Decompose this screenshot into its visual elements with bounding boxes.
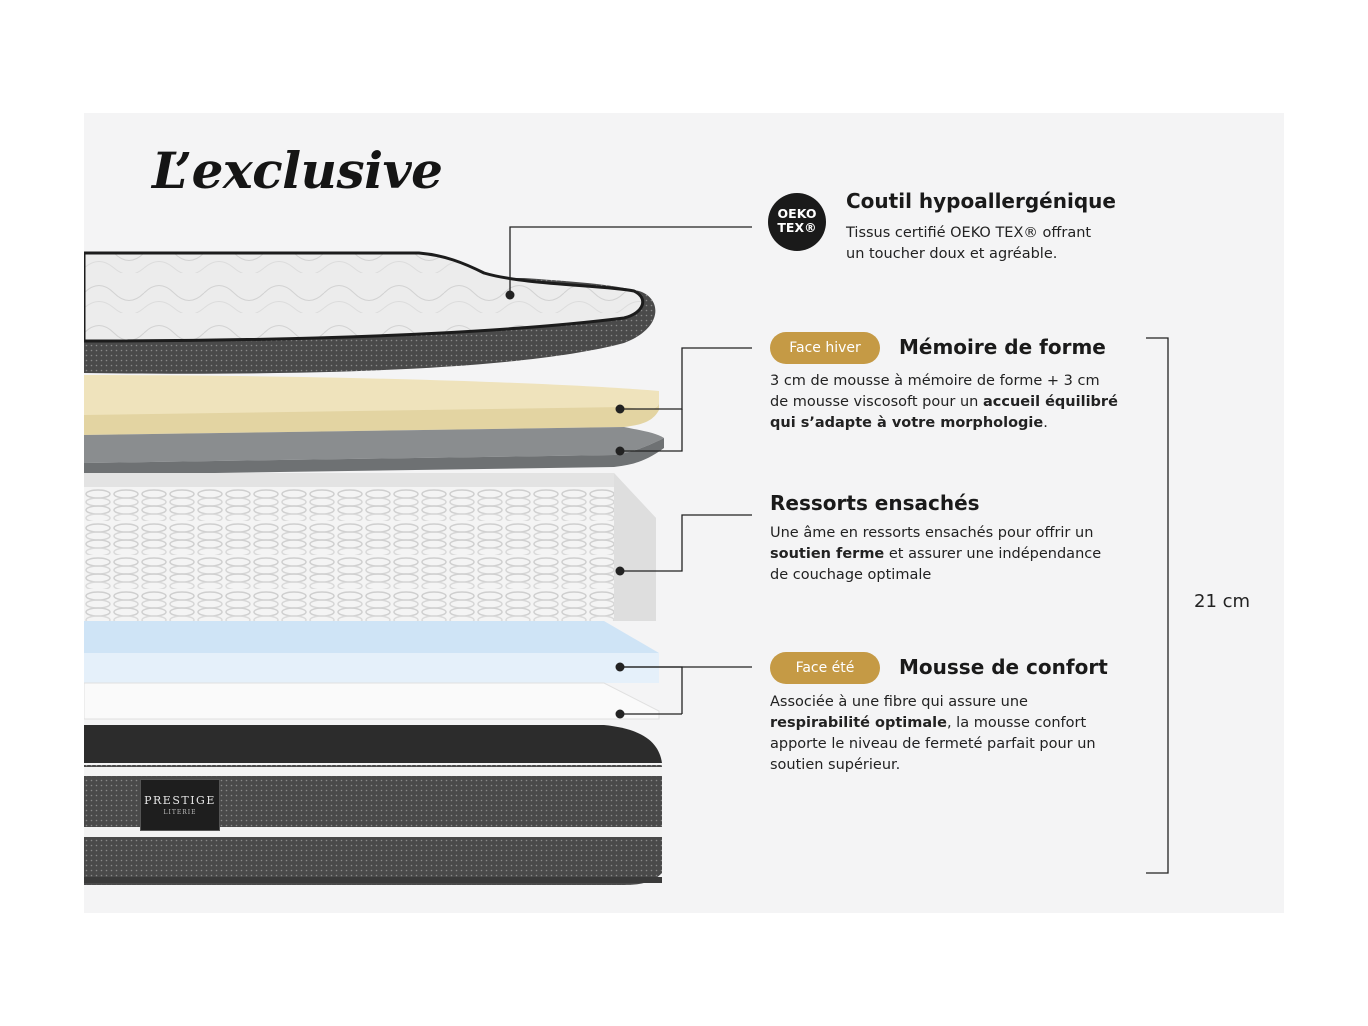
mattress-base xyxy=(84,725,662,885)
comfort-foam-layer xyxy=(84,621,659,683)
callout-lines xyxy=(509,226,1169,874)
callout-dot-viscosoft xyxy=(615,446,625,456)
callout-dots xyxy=(505,290,625,719)
height-dimension-label: 21 cm xyxy=(1194,591,1251,612)
feature-heading-cover: Coutil hypoallergénique xyxy=(846,189,1116,213)
oeko-line-1: OEKO xyxy=(777,206,817,221)
callout-dot-comfort-foam xyxy=(615,662,625,672)
oeko-line-2: TEX® xyxy=(777,220,817,235)
brand-label: PRESTIGE LITERIE xyxy=(140,779,220,831)
tag-face-ete: Face été xyxy=(770,652,880,684)
oeko-tex-badge-icon: OEKO TEX® xyxy=(768,193,826,251)
memory-foam-layer xyxy=(84,375,659,435)
feature-heading-springs: Ressorts ensachés xyxy=(770,491,980,515)
callout-dot-cover xyxy=(505,290,515,300)
pocket-springs-layer xyxy=(84,473,656,621)
infographic-panel: L’exclusive OEKO TEX® Coutil hypoallergé… xyxy=(84,113,1284,913)
mattress-layers-illustration xyxy=(84,226,1169,885)
cover-layer xyxy=(84,251,656,374)
brand-sub: LITERIE xyxy=(163,809,197,816)
brand-name: PRESTIGE xyxy=(144,794,216,807)
feature-desc-memory-foam: 3 cm de mousse à mémoire de forme + 3 cm… xyxy=(770,373,1118,431)
callout-dot-memory-foam xyxy=(615,404,625,414)
viscosoft-layer xyxy=(84,427,664,475)
product-title: L’exclusive xyxy=(152,141,443,200)
fibre-layer xyxy=(84,682,660,720)
feature-heading-memory-foam: Mémoire de forme xyxy=(899,335,1106,359)
feature-desc-springs: Une âme en ressorts ensachés pour offrir… xyxy=(770,525,1102,583)
callout-dot-springs xyxy=(615,566,625,576)
feature-heading-comfort-foam: Mousse de confort xyxy=(899,655,1108,679)
callout-dot-fibre xyxy=(615,709,625,719)
tag-face-hiver: Face hiver xyxy=(770,332,880,364)
